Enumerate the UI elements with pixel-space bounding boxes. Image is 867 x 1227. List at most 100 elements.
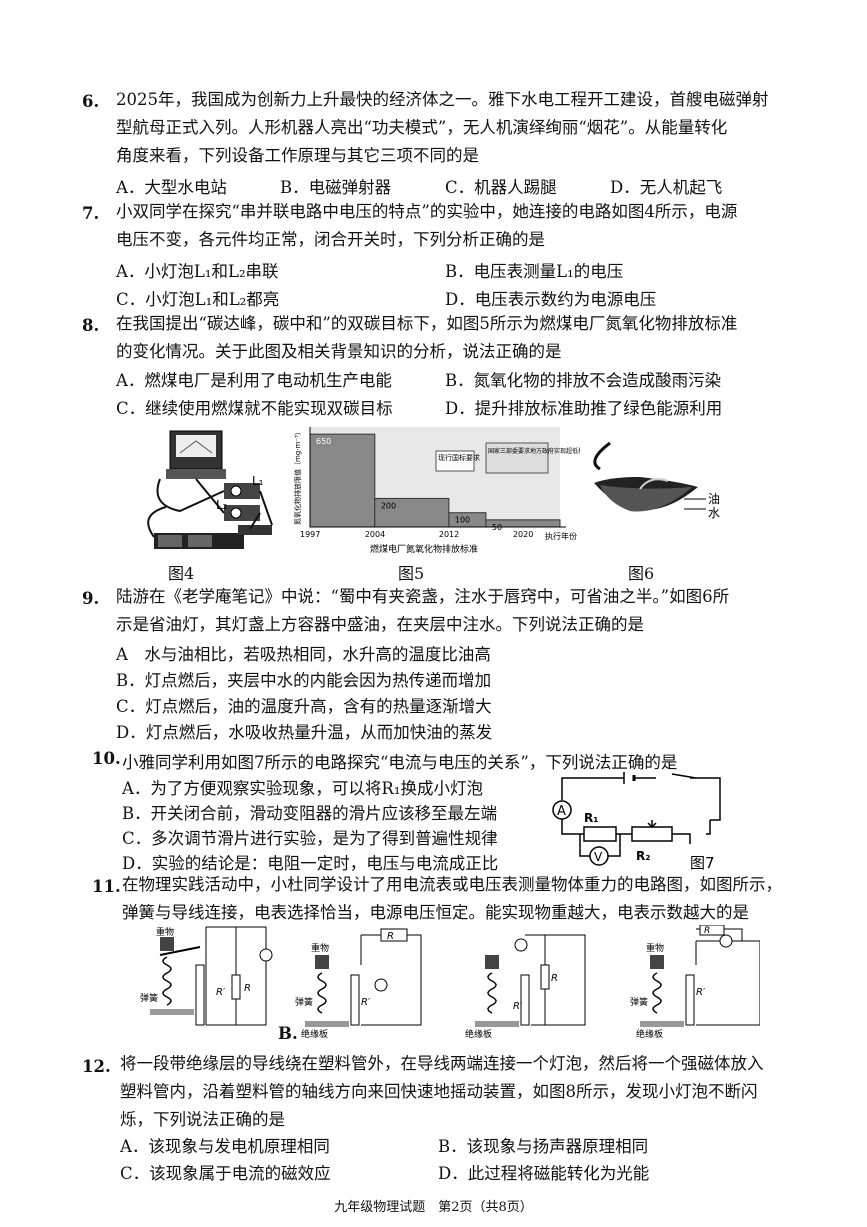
q6-line1: 2025年，我国成为创新力上升最快的经济体之一。雅下水电工程开工建设，首艘电磁弹…: [116, 90, 769, 109]
callout2-text: 国家三部委要求地方政府实现超低排放: [488, 447, 580, 455]
figure-6-caption: 图6: [628, 564, 655, 583]
chart-bottom-title: 燃煤电厂氮氧化物排放标准: [370, 543, 478, 555]
question-9-stem: 陆游在《老学庵笔记》中说：“蜀中有夹瓷盏，注水于唇窍中，可省油之半。”如图6所 …: [116, 583, 729, 639]
spring-label-d: 弹簧: [630, 996, 648, 1008]
q8-option-c: C．继续使用燃煤就不能实现双碳目标: [116, 399, 393, 418]
callout-current-standard: [435, 450, 475, 472]
circuit-option-c: 绝缘板 R′ R: [465, 934, 586, 1040]
q9-line2: 示是省油灯，其灯盏上方容器中盛油，在夹层中注水。下列说法正确的是: [116, 615, 644, 634]
rp-label-c: R′: [513, 1001, 523, 1012]
q7-option-d: D．电压表示数约为电源电压: [445, 290, 657, 309]
fig6-water-label: 水: [708, 506, 720, 520]
rp-label: R′: [216, 987, 226, 998]
q12-option-d: D．此过程将磁能转化为光能: [438, 1164, 650, 1183]
figure-5-caption: 图5: [398, 564, 425, 583]
figure-4-circuit: L₁ L₂: [147, 430, 273, 549]
fig4-l1-label: L₁: [252, 474, 264, 488]
rp-label-b: R′: [361, 997, 371, 1008]
chart-bar-1: [374, 497, 450, 528]
q8-line2: 的变化情况。关于此图及相关背景知识的分析，说法正确的是: [116, 342, 562, 361]
q12-option-c: C．该现象属于电流的磁效应: [120, 1164, 331, 1183]
q8-line1: 在我国提出“碳达峰，碳中和”的双碳目标下，如图5所示为燃煤电厂氮氧化物排放标准: [116, 314, 738, 333]
circuit-option-d: 重物 弹簧 绝缘板 R′ R: [630, 925, 760, 1040]
figure-6-oil-lamp: 油 水: [593, 441, 720, 520]
fig6-oil-label: 油: [708, 492, 720, 506]
q12-option-a: A．该现象与发电机原理相同: [120, 1137, 330, 1156]
question-8-number: 8.: [82, 316, 100, 335]
question-10-number: 10.: [92, 749, 121, 768]
r1-label: R₁: [584, 811, 599, 825]
q7-line1: 小双同学在探究“串并联电路中电压的特点”的实验中，她连接的电路如图4所示，电源: [116, 202, 738, 221]
q7-option-b: B．电压表测量L₁的电压: [445, 262, 624, 281]
callout1-text: 现行国标要求: [438, 453, 480, 462]
q9-option-c: C．灯点燃后，油的温度升高，含有的热量逐渐增大: [116, 697, 492, 716]
q9-option-d: D．灯点燃后，水吸收热量升温，从而加快油的蒸发: [116, 723, 493, 742]
chart-x-label: 执行年份: [545, 531, 577, 541]
weight-label-b: 重物: [311, 942, 329, 954]
figure-7-caption: 图7: [690, 854, 715, 872]
q6-option-c: C．机器人踢腿: [445, 178, 557, 197]
callout-ultra-low: [485, 442, 549, 474]
chart-x-tick-0: 1997: [300, 530, 320, 539]
voltmeter-label: V: [594, 850, 603, 864]
q8-option-b: B．氮氧化物的排放不会造成酸雨污染: [445, 371, 722, 390]
question-8-stem: 在我国提出“碳达峰，碳中和”的双碳目标下，如图5所示为燃煤电厂氮氧化物排放标准 …: [116, 310, 737, 366]
r-label: R: [244, 983, 251, 994]
q9-option-b: B．灯点燃后，夹层中水的内能会因为热传递而增加: [116, 671, 492, 690]
q7-line2: 电压不变，各元件均正常，闭合开关时，下列分析正确的是: [116, 230, 545, 249]
q6-option-d: D．无人机起飞: [610, 178, 723, 197]
q12-line2: 塑料管内，沿着塑料管的轴线方向来回快速地摇动装置，如图8所示，发现小灯泡不断闪: [120, 1082, 758, 1101]
q6-line3: 角度来看，下列设备工作原理与其它三项不同的是: [116, 146, 479, 165]
q8-option-a: A．燃煤电厂是利用了电动机生产电能: [116, 371, 392, 390]
q11-line2: 弹簧与导线连接，电表选择恰当，电源电压恒定。能实现物重越大，电表示数越大的是: [122, 903, 749, 922]
q10-option-a: A．为了方便观察实验现象，可以将R₁换成小灯泡: [122, 779, 483, 798]
figure-4-caption: 图4: [168, 564, 195, 583]
q10-option-d: D．实验的结论是：电阻一定时，电压与电流成正比: [122, 854, 499, 873]
q9-line1: 陆游在《老学庵笔记》中说：“蜀中有夹瓷盏，注水于唇窍中，可省油之半。”如图6所: [116, 587, 730, 606]
q6-option-b: B．电磁弹射器: [280, 178, 392, 197]
spring-label-b: 弹簧: [295, 996, 313, 1008]
chart-x-tick-3: 2020: [513, 530, 533, 539]
question-7-stem: 小双同学在探究“串并联电路中电压的特点”的实验中，她连接的电路如图4所示，电源 …: [116, 198, 737, 254]
circuit-option-b: 重物 弹簧 绝缘板 R′ R: [295, 928, 422, 1040]
circuit-option-a: 重物 弹簧 R′ R: [140, 926, 273, 1026]
q10-stem: 小雅同学利用如图7所示的电路探究“电流与电压的关系”，下列说法正确的是: [122, 753, 678, 772]
page-footer: 九年级物理试题 第2页（共8页）: [334, 1200, 533, 1215]
q8-option-d: D．提升排放标准助推了绿色能源利用: [445, 399, 723, 418]
q7-option-a: A．小灯泡L₁和L₂串联: [116, 262, 279, 281]
q10-option-b: B．开关闭合前，滑动变阻器的滑片应该移至最左端: [122, 804, 498, 823]
spring-label: 弹簧: [140, 992, 158, 1004]
q10-option-c: C．多次调节滑片进行实验，是为了得到普遍性规律: [122, 829, 498, 848]
q12-line3: 烁，下列说法正确的是: [120, 1110, 285, 1129]
question-12-number: 12.: [82, 1057, 111, 1076]
question-11-stem: 在物理实践活动中，小杜同学设计了用电流表或电压表测量物体重力的电路图，如图所示，…: [122, 871, 782, 927]
q9-option-a: A 水与油相比，若吸热相同，水升高的温度比油高: [116, 645, 491, 664]
question-12-stem: 将一段带绝缘层的导线绕在塑料管外，在导线两端连接一个灯泡，然后将一个强磁体放入 …: [120, 1050, 764, 1134]
chart-x-tick-1: 2004: [365, 530, 385, 539]
question-6-stem: 2025年，我国成为创新力上升最快的经济体之一。雅下水电工程开工建设，首艘电磁弹…: [116, 86, 769, 170]
weight-label: 重物: [156, 926, 174, 938]
q12-option-b: B．该现象与扬声器原理相同: [438, 1137, 649, 1156]
r-label-c: R: [551, 973, 558, 984]
q11-line1: 在物理实践活动中，小杜同学设计了用电流表或电压表测量物体重力的电路图，如图所示，: [122, 875, 782, 894]
chart-value-label-1: 200: [381, 501, 396, 510]
plate-label-b: 绝缘板: [301, 1028, 328, 1040]
chart-y-label: 氮氧化物排放限值（mg·m⁻³）: [293, 428, 302, 525]
r2-label: R₂: [636, 849, 651, 863]
r-label-d: R: [704, 926, 710, 936]
q11-option-b-label: B.: [278, 1024, 298, 1043]
question-11-circuits: 重物 弹簧 R′ R 重物 弹簧 绝缘板 R′ R 绝缘板 R′ R: [140, 925, 760, 1040]
plate-label-c: 绝缘板: [465, 1028, 492, 1040]
plate-label-d: 绝缘板: [636, 1028, 663, 1040]
question-9-number: 9.: [82, 589, 100, 608]
chart-value-label-2: 100: [455, 516, 470, 525]
q12-line1: 将一段带绝缘层的导线绕在塑料管外，在导线两端连接一个灯泡，然后将一个强磁体放入: [120, 1054, 764, 1073]
ammeter-label: A: [557, 804, 566, 819]
fig4-l2-label: L₂: [216, 498, 228, 512]
question-7-number: 7.: [82, 204, 100, 223]
q7-option-c: C．小灯泡L₁和L₂都亮: [116, 290, 280, 309]
chart-bar-0: [309, 433, 376, 528]
rp-label-d: R′: [696, 987, 706, 998]
chart-value-label-0: 650: [316, 437, 331, 446]
